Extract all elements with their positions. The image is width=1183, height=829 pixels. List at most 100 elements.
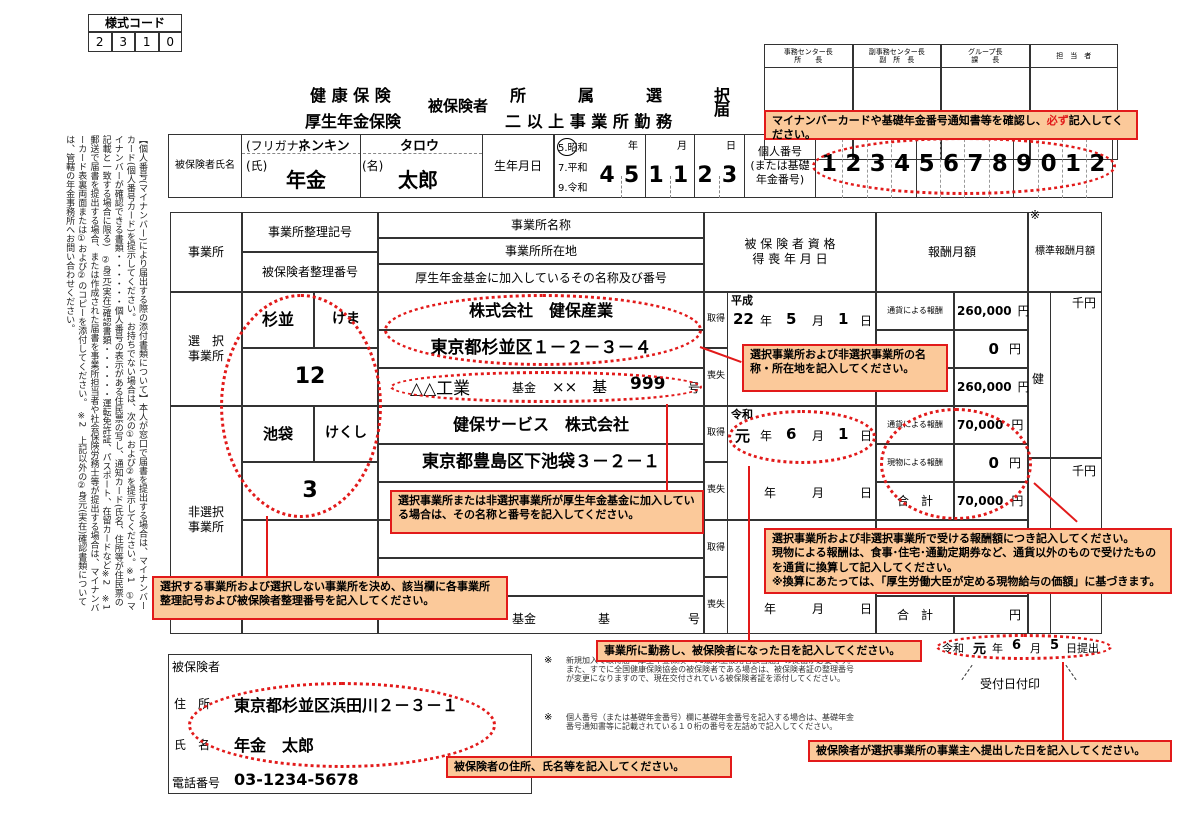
title-kenko: 健 康 保 険 xyxy=(310,86,391,105)
birth-sep xyxy=(694,134,695,198)
callout-id: マイナンバーカードや基礎年金番号通知書等を確認し、必ず記入してください。 xyxy=(764,110,1138,142)
approval-header: 担 当 者 xyxy=(1029,44,1118,68)
callout-name-address: 選択事業所および非選択事業所の名称・所在地を記入してください。 xyxy=(742,344,948,392)
pay-sel-cash-v: 260,000 円 xyxy=(954,292,1030,330)
oval-date2 xyxy=(728,410,876,464)
nonsel-address: 東京都豊島区下池袋３－２－１ xyxy=(378,444,704,482)
callout-pay: 選択事業所および非選択事業所で受ける報酬額につき記入してください。現物による報酬… xyxy=(764,528,1172,594)
furi-last: ネンキン xyxy=(298,139,350,154)
furigana-label: (フリガナ) xyxy=(246,139,304,153)
birth-digit: 3 xyxy=(721,163,738,188)
pay-sel-cash: 260,000 xyxy=(957,303,1012,318)
birth-sep xyxy=(718,176,720,198)
insured-title: 被保険者 xyxy=(172,660,221,674)
receipt-label: 受付日付印 xyxy=(980,677,1041,691)
date-non-loss: 喪失 xyxy=(704,462,728,520)
furi-first: タロウ xyxy=(400,139,440,154)
std-sel-unit: 千円 xyxy=(1072,296,1097,310)
date2-loss-dl: 日 xyxy=(860,486,873,500)
yen1: 円 xyxy=(1017,303,1030,318)
date-x-yl: 年 xyxy=(764,602,777,616)
c1-text: マイナンバーカードや基礎年金番号通知書等を確認し、 xyxy=(772,114,1047,127)
receipt-line-l xyxy=(961,664,973,681)
side-note: 【個人番号(マイナンバー)により届出する際の添付書類について】本人が窓口で届書を… xyxy=(64,135,147,619)
insured-box xyxy=(168,654,532,794)
date-x-dl: 日 xyxy=(860,602,873,616)
birth-unit: 日 xyxy=(726,141,736,152)
callout-start-date: 事業所に勤務し、被保険者になった日を記入してください。 xyxy=(596,640,922,662)
date-sel-loss: 喪失 xyxy=(704,348,728,406)
oval-id xyxy=(812,137,1116,195)
c5b: 現物による報酬は、食事･住宅･通勤定期券など、通貨以外のもので受けたものを通貨に… xyxy=(772,546,1157,574)
birth-unit: 月 xyxy=(677,141,687,152)
callout-office-select: 選択する事業所および選択しない事業所を決め、該当欄に各事業所整理記号および被保険… xyxy=(152,576,508,620)
date2-loss-yl: 年 xyxy=(764,486,777,500)
h-name: 事業所名称 xyxy=(378,212,704,238)
date1-dl: 日 xyxy=(860,314,873,328)
date1-yl: 年 xyxy=(760,314,773,328)
first-label: (名) xyxy=(362,159,384,173)
h-fund: 厚生年金基金に加入しているその名称及び番号 xyxy=(378,264,704,292)
pay-x-cv: 円 xyxy=(954,596,1028,634)
foot-n2: 個人番号（または基礎年金番号）欄に基礎年金番号を記入する場合は、基礎年金 番号通… xyxy=(566,713,854,732)
callout-insured: 被保険者の住所、氏名等を記入してください。 xyxy=(446,756,732,778)
receipt-line-r xyxy=(1065,664,1077,681)
oval-submission xyxy=(936,634,1112,660)
birth-digit: 2 xyxy=(697,163,713,188)
birth-digit: 1 xyxy=(648,163,664,188)
date1-y: 22 xyxy=(733,310,754,328)
oval-sel-name xyxy=(384,294,702,366)
nonsel-name: 健保サービス 株式会社 xyxy=(378,406,704,444)
date2-loss-ml: 月 xyxy=(812,486,825,500)
era-heisei: 平成 xyxy=(731,294,753,307)
birth-sep xyxy=(669,176,671,198)
birth-unit: 年 xyxy=(628,141,638,152)
birth-digit: 1 xyxy=(672,163,689,188)
std-non-unit: 千円 xyxy=(1072,464,1097,478)
oval-insured xyxy=(188,682,496,768)
callout-fund: 選択事業所または非選択事業所が厚生年金基金に加入している場合は、その名称と番号を… xyxy=(390,490,704,534)
std-ken: 健 xyxy=(1032,372,1045,386)
insured-tel: 03-1234-5678 xyxy=(234,770,359,789)
h-insured-no: 被保険者整理番号 xyxy=(242,252,378,292)
era-option: 9.令和 xyxy=(558,183,588,194)
last-label: (氏) xyxy=(246,159,268,173)
pay-sel-kind: 0 xyxy=(988,339,999,358)
title-shozoku: 所 属 選 択 xyxy=(510,86,749,105)
nonsel-fund-go: 号 xyxy=(688,612,701,626)
furigana-line xyxy=(242,153,482,154)
date-sel-get: 取得 xyxy=(704,292,728,348)
birth-digit: 5 xyxy=(623,163,640,188)
nonsel-fund-b: 基 xyxy=(598,612,611,626)
h-std: 標準報酬月額 xyxy=(1028,212,1102,292)
h-date: 被 保 険 者 資 格 得 喪 年 月 日 xyxy=(704,212,876,292)
c1-end: 記入してください。 xyxy=(772,114,1124,142)
oval-nonsel-pay xyxy=(880,408,1032,520)
nonsel-label: 非選択 事業所 xyxy=(170,406,242,634)
callout-submission: 被保険者が選択事業所の事業主へ提出した日を記入してください。 xyxy=(808,740,1172,762)
form-code-digit: 0 xyxy=(158,32,182,52)
yen3: 円 xyxy=(1017,379,1030,394)
line-c6 xyxy=(748,466,750,644)
title-hihoken: 被保険者 xyxy=(428,97,489,115)
pay-sel-cash-l: 通貨による報酬 xyxy=(876,292,954,330)
nonsel-fund-k: 基金 xyxy=(512,612,537,626)
c1-red: 必ず xyxy=(1046,114,1069,127)
id-label: 個人番号 (または基礎 年金番号) xyxy=(744,134,816,198)
date-x-loss: 喪失 xyxy=(704,577,728,634)
birth-label: 生年月日 xyxy=(482,134,554,198)
yen2: 円 xyxy=(1008,341,1021,356)
oval-sel-fund xyxy=(390,371,702,403)
date-non-get: 取得 xyxy=(704,406,728,462)
era-divider xyxy=(554,134,555,198)
c5a: 選択事業所および非選択事業所で受ける報酬額につき記入してください。 xyxy=(772,532,1135,545)
date1-d: 1 xyxy=(838,310,849,328)
date1-ml: 月 xyxy=(812,314,825,328)
pay-sel-total-v: 260,000 円 xyxy=(954,368,1030,406)
form-code-label: 様式コード xyxy=(88,14,182,32)
name-label: 被保険者氏名 xyxy=(168,134,242,198)
pay-sel-total: 260,000 xyxy=(957,379,1012,394)
h-pay: 報酬月額 xyxy=(876,212,1028,292)
std-sel-inner xyxy=(1050,292,1051,458)
